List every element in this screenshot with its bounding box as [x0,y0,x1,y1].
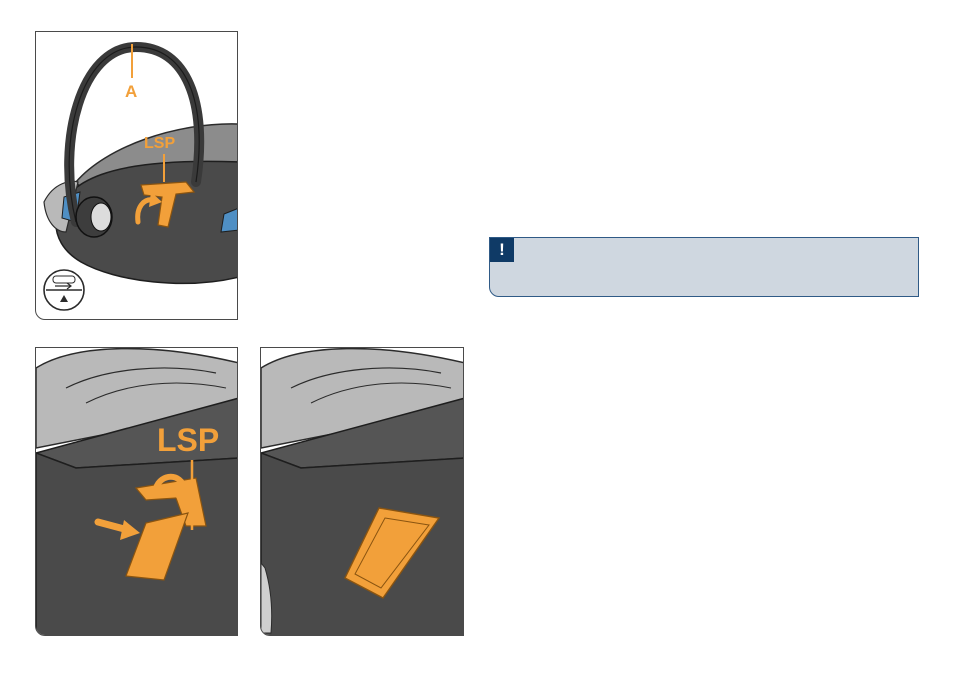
lsp-extend-illustration [36,348,238,636]
carrier-illustration [36,32,238,320]
label-lsp-small: LSP [144,135,175,153]
figure-carrier-lsp: A LSP [35,31,238,320]
figure-lsp-stowed [260,347,464,636]
label-handle-a: A [125,82,137,102]
exclamation-icon: ! [490,238,514,262]
lsp-stowed-illustration [261,348,464,636]
figure-lsp-extend: LSP [35,347,238,636]
vehicle-install-pictogram [44,270,84,310]
label-lsp-large: LSP [157,422,219,459]
warning-callout: ! [489,237,919,297]
